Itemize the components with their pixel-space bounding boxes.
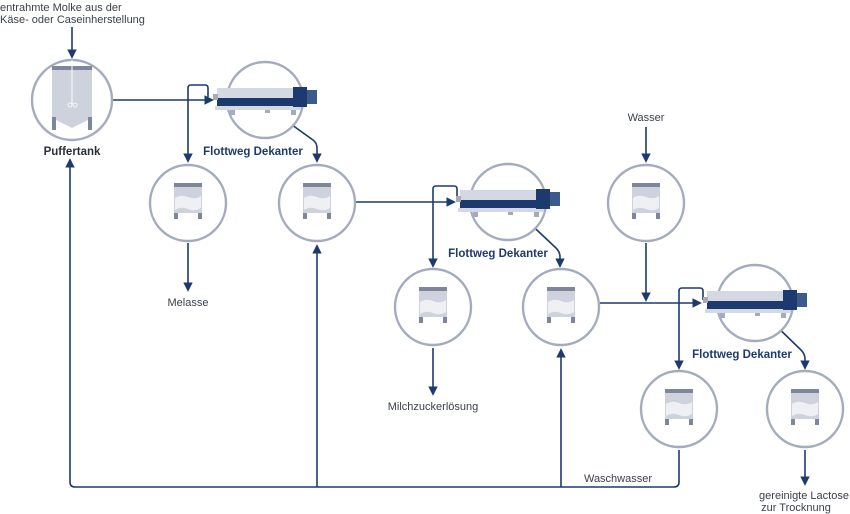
tank-molasses[interactable] [148, 163, 228, 243]
label-decanter-1: Flottweg Dekanter [203, 146, 303, 158]
label-product-line2: zur Trocknung [761, 502, 831, 514]
tank-solids-2[interactable] [521, 267, 601, 347]
pipe-decanter1-liquid [183, 84, 209, 163]
label-lactose-solution: Milchzuckerlösung [388, 401, 478, 413]
label-buffer-tank: Puffertank [44, 146, 101, 158]
label-whey-input-line2: Käse- oder Caseinherstellung [0, 14, 145, 26]
buffer-tank-leg-right [88, 117, 92, 130]
decanter-2[interactable] [456, 162, 560, 242]
buffer-tank-leg-left [52, 117, 56, 130]
pipe-decanter3-liquid [674, 287, 704, 370]
decanter-1[interactable] [213, 60, 317, 140]
pipe-decanter1-solids [280, 116, 322, 163]
label-water: Wasser [628, 112, 665, 124]
tank-lactose-solution[interactable] [393, 267, 473, 347]
pipe-wash-water-return [65, 158, 680, 488]
pipe-decanter2-solids [521, 215, 565, 268]
decanter-3[interactable] [703, 263, 807, 343]
pipes [65, 27, 810, 488]
label-whey-input-line1: entrahmte Molke aus der [0, 2, 122, 14]
label-decanter-2: Flottweg Dekanter [448, 248, 548, 260]
pipe-decanter2-liquid [428, 185, 458, 268]
tank-solids-1[interactable] [277, 163, 357, 243]
tank-product[interactable] [765, 369, 845, 449]
tank-wash-water[interactable] [639, 369, 719, 449]
label-product-line1: gereinigte Lactose [759, 490, 849, 502]
pipe-decanter3-solids [767, 317, 810, 370]
label-decanter-3: Flottweg Dekanter [692, 349, 792, 361]
tank-water[interactable] [606, 163, 686, 243]
label-wash-water: Waschwasser [584, 473, 652, 485]
buffer-tank[interactable] [30, 58, 114, 142]
label-molasses: Melasse [168, 297, 209, 309]
agitator-icon [67, 102, 73, 108]
